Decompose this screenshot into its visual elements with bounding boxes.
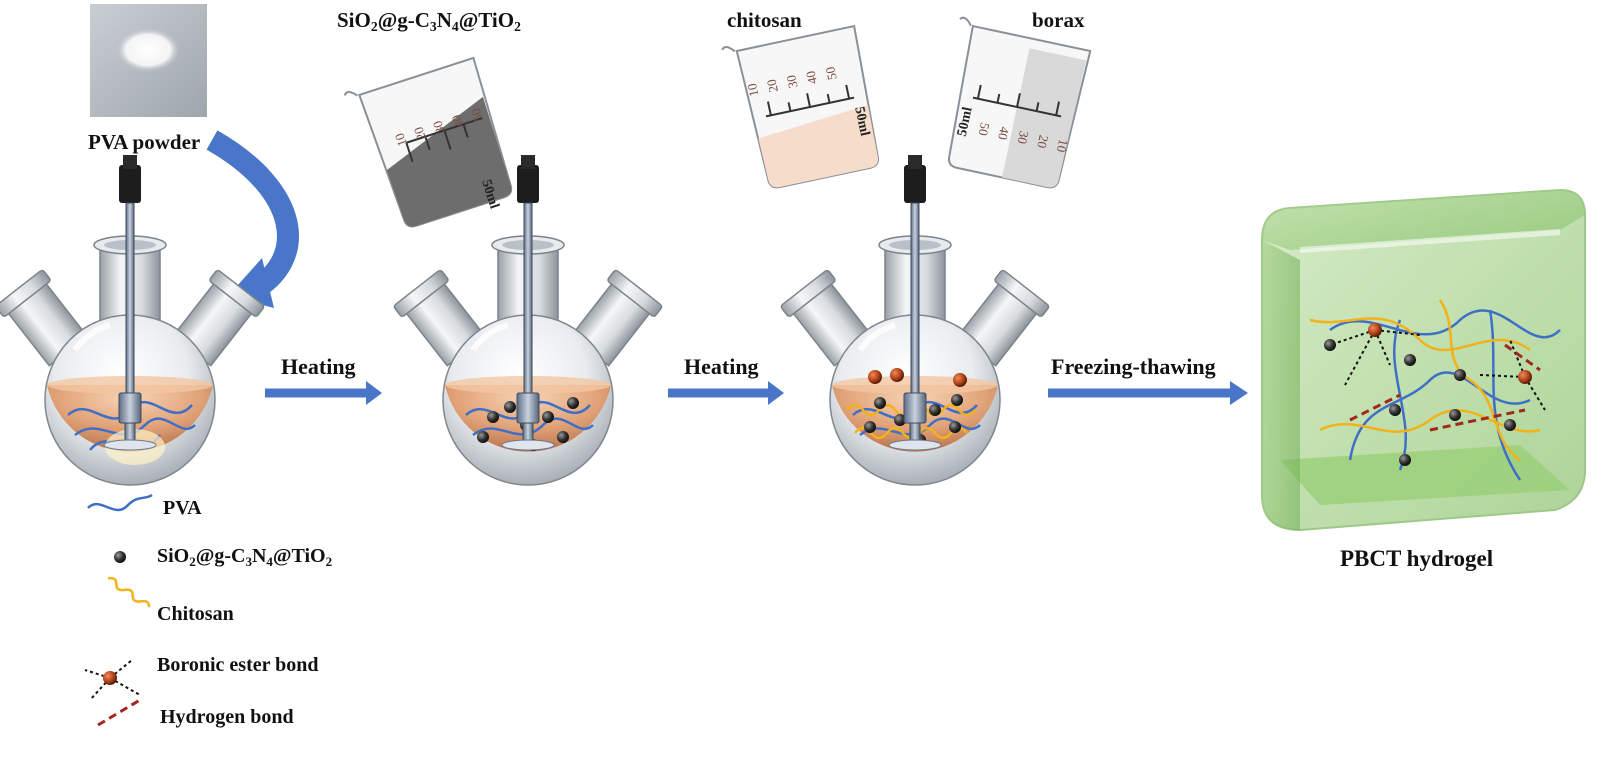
legend-pva-label: PVA	[163, 497, 202, 519]
legend-chitosan-symbol	[107, 576, 151, 608]
beaker-borax: 10 20 30 40 50 50ml	[928, 16, 1093, 191]
chitosan-label: chitosan	[727, 8, 802, 32]
beaker-tick-label: 40	[449, 113, 467, 130]
beaker-tick-label: 40	[995, 125, 1012, 141]
beaker-tick-label: 30	[430, 119, 448, 136]
beaker-tick-label: 50	[468, 107, 486, 124]
pbct-hydrogel-cube	[1261, 188, 1586, 532]
beaker-tick-label: 20	[764, 78, 781, 94]
borax-label: borax	[1032, 8, 1085, 32]
legend-composite-label: SiO2@g-C3N4@TiO2	[157, 545, 333, 569]
flask-1	[0, 154, 265, 485]
arrow-heating-1	[265, 381, 382, 405]
flask-3	[780, 154, 1049, 485]
hydrogel-hydrogen-bonds	[1349, 343, 1541, 432]
beaker-tick-label: 20	[411, 125, 429, 142]
legend-symbols	[84, 493, 153, 727]
beaker-composite: 10 20 30 40 50 50ml	[343, 50, 519, 236]
heating-label-2: Heating	[684, 354, 759, 379]
hydrogel-particles	[1324, 323, 1532, 466]
beaker-tick-label: 30	[1015, 130, 1032, 146]
beaker-volume-label: 50ml	[851, 105, 872, 137]
legend-boronic-label: Boronic ester bond	[157, 654, 319, 676]
beaker-tick-label: 50	[975, 121, 992, 137]
beaker-chitosan: 10 20 30 40 50 50ml	[720, 18, 885, 194]
pbct-hydrogel-label: PBCT hydrogel	[1340, 546, 1494, 571]
composite-label: SiO2@g-C3N4@TiO2	[337, 8, 521, 34]
legend-hydrogen-label: Hydrogen bond	[160, 706, 294, 728]
beaker-tick-label: 10	[744, 82, 761, 98]
beaker-tick-label: 20	[1034, 134, 1051, 150]
beaker-tick-label: 50	[822, 65, 839, 81]
beaker-tick-label: 40	[803, 70, 820, 86]
pva-powder-label: PVA powder	[88, 130, 201, 154]
arrow-heating-2	[668, 381, 784, 405]
legend-hydrogen-symbol	[97, 698, 141, 727]
legend-chitosan-label: Chitosan	[157, 603, 234, 625]
pva-powder-photo	[90, 4, 207, 117]
beaker-tick-label: 10	[392, 131, 410, 148]
legend-pva-symbol	[87, 493, 153, 512]
heating-label-1: Heating	[281, 354, 356, 379]
freezing-thawing-label: Freezing-thawing	[1051, 354, 1216, 379]
beaker-tick-label: 30	[783, 74, 800, 90]
flask-2	[393, 154, 662, 485]
beaker-tick-label: 10	[1054, 138, 1071, 154]
beaker-volume-label: 50ml	[955, 106, 976, 138]
legend-composite-symbol	[114, 551, 126, 563]
arrow-freezing-thawing	[1048, 381, 1248, 405]
legend-boronic-symbol	[84, 659, 141, 701]
particles-flask-3	[864, 368, 967, 446]
